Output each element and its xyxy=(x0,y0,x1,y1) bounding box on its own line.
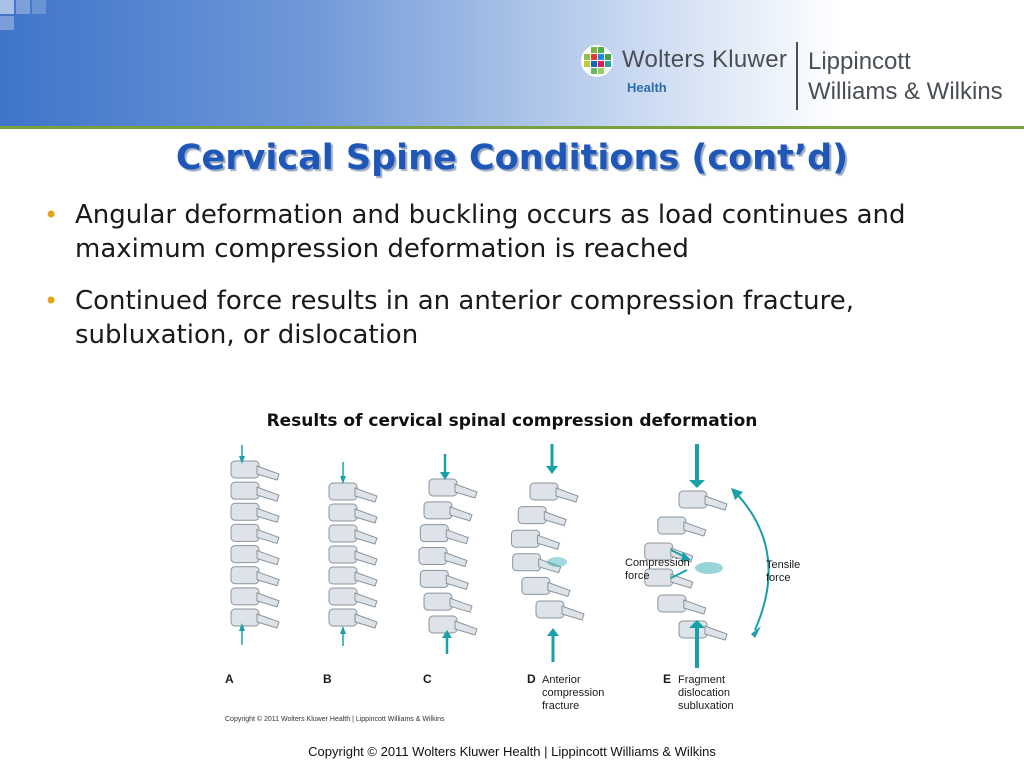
panel-letter-e: E xyxy=(663,672,672,686)
panel-d-description: Anterior compression fracture xyxy=(542,674,605,712)
fracture-highlight xyxy=(547,557,567,567)
panel-letter-d: D xyxy=(527,672,536,686)
tensile-force-label: Tensile force xyxy=(766,559,801,584)
panel-letter-b: B xyxy=(323,672,332,686)
tensile-arrow-icon xyxy=(731,488,770,638)
panel-letter-a: A xyxy=(225,672,234,686)
panel-letter-c: C xyxy=(423,672,432,686)
brand-name: Wolters Kluwer xyxy=(622,46,788,73)
slide-header: Wolters Kluwer Health Lippincott William… xyxy=(0,0,1024,126)
bullet-item: • Angular deformation and buckling occurs… xyxy=(44,198,914,266)
spine-column-e xyxy=(644,490,728,641)
slide-footer: Copyright © 2011 Wolters Kluwer Health |… xyxy=(308,744,716,759)
fracture-highlight xyxy=(695,562,723,574)
arrow-down-icon xyxy=(689,444,705,488)
bullet-text: Angular deformation and buckling occurs … xyxy=(75,200,906,264)
arrow-down-icon xyxy=(340,462,346,484)
spine-column-d xyxy=(510,482,585,621)
bullet-dot-icon: • xyxy=(44,201,59,229)
slide-title: Cervical Spine Conditions (cont’d) xyxy=(175,138,849,178)
bullet-list: • Angular deformation and buckling occurs… xyxy=(44,198,914,370)
partner-line-2: Williams & Wilkins xyxy=(808,78,1003,105)
bullet-dot-icon: • xyxy=(44,287,59,315)
arrow-up-icon xyxy=(689,620,705,668)
header-divider xyxy=(0,126,1024,129)
arrow-down-icon xyxy=(546,444,558,474)
arrow-up-icon xyxy=(340,626,346,646)
arrow-up-icon xyxy=(239,623,245,645)
partner-line-1: Lippincott xyxy=(808,48,911,75)
figure-caption: Results of cervical spinal compression d… xyxy=(266,411,758,431)
brand-sub: Health xyxy=(627,80,667,95)
spine-column-c xyxy=(418,478,478,636)
spine-figure: A B C D E Anterior compression fracture … xyxy=(215,440,815,730)
spine-column-a xyxy=(230,460,280,629)
panel-e-description: Fragment dislocation subluxation xyxy=(678,674,734,712)
compression-arrow-icon xyxy=(670,549,691,579)
arrow-down-icon xyxy=(239,445,245,464)
logo-divider xyxy=(796,42,798,110)
bullet-text: Continued force results in an anterior c… xyxy=(75,286,855,350)
bullet-item: • Continued force results in an anterior … xyxy=(44,284,914,352)
compression-force-label: Compression force xyxy=(625,557,690,582)
spine-column-b xyxy=(328,482,378,629)
arrow-up-icon xyxy=(547,628,559,662)
spine-illustration xyxy=(230,444,770,668)
arrow-down-icon xyxy=(440,454,450,480)
arrow-up-icon xyxy=(442,630,452,654)
figure-copyright: Copyright © 2011 Wolters Kluwer Health |… xyxy=(225,716,445,723)
publisher-logo: Wolters Kluwer Health Lippincott William… xyxy=(580,42,1020,112)
wolters-kluwer-globe-icon xyxy=(581,45,613,77)
